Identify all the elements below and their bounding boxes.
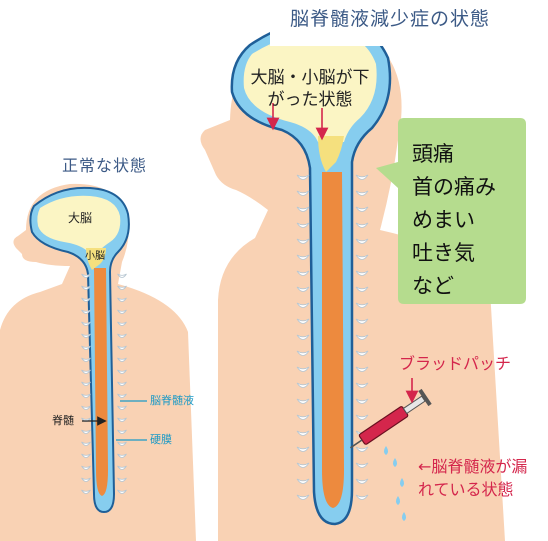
hypovolemia-title: 脳脊髄液減少症の状態 (290, 10, 490, 29)
symptom-neck-pain: 首の痛み (412, 171, 512, 204)
csf-leak-label: ←脳脊髄液が漏れている状態 (418, 455, 538, 501)
normal-title: 正常な状態 (62, 158, 147, 174)
csf-label: 脳脊髄液 (150, 395, 194, 406)
left-spinal-cord (94, 268, 108, 496)
symptom-headache: 頭痛 (412, 138, 512, 171)
symptom-list: 頭痛 首の痛み めまい 吐き気 など (412, 138, 512, 303)
normal-cerebellum-label: 小脳 (85, 252, 105, 262)
right-spinal-cord (322, 172, 344, 508)
dura-label: 硬膜 (150, 434, 172, 445)
blood-patch-label: ブラッドパッチ (399, 356, 511, 372)
lowered-brain-label: 大脳・小脳が下がった状態 (248, 67, 372, 111)
symptom-etc: など (412, 270, 512, 303)
symptom-nausea: 吐き気 (412, 237, 512, 270)
normal-brain-label: 大脳 (68, 212, 92, 224)
spinal-cord-label: 脊髄 (52, 415, 74, 426)
symptom-dizziness: めまい (412, 204, 512, 237)
